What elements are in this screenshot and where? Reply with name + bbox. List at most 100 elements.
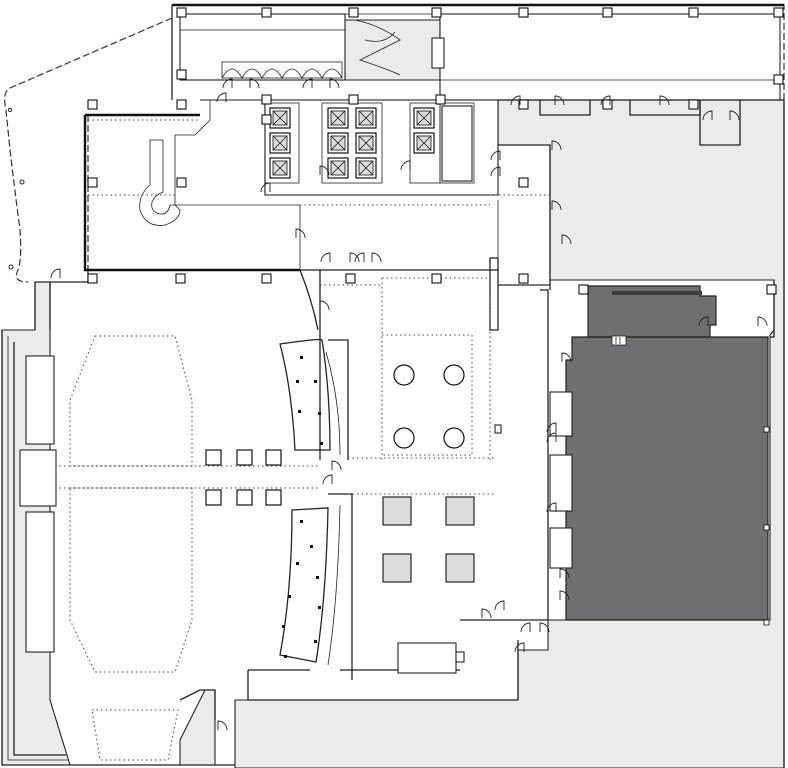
door-swing-icon <box>561 234 572 245</box>
column-square-icon <box>176 99 187 110</box>
balcony-column-dot <box>300 356 303 359</box>
door-swing-icon <box>371 252 382 263</box>
alcove <box>549 527 573 569</box>
door-swing-icon <box>320 252 331 263</box>
column-square-icon <box>176 7 187 18</box>
west-lobby <box>88 99 301 270</box>
column-square-icon <box>236 489 253 506</box>
service-zone-stage-rear <box>179 689 216 766</box>
balcony-column-dot <box>282 625 285 628</box>
ballroom-seating-outline-north <box>69 335 193 467</box>
room-north-west <box>179 13 346 81</box>
door-swing-icon <box>222 78 233 89</box>
door-swings <box>50 78 768 731</box>
column-square-icon <box>265 489 282 506</box>
balcony-column-dot <box>296 562 299 565</box>
column-square-icon <box>518 7 529 18</box>
highlighted-room <box>565 285 769 621</box>
door-swing-icon <box>329 78 340 89</box>
column-square-icon <box>688 7 699 18</box>
ballroom-columns <box>205 449 282 506</box>
door-swing-icon <box>481 608 492 619</box>
highlighted-room-main <box>565 336 769 621</box>
door-swing-icon <box>546 502 557 513</box>
column-square-icon <box>345 273 356 284</box>
column-square-icon <box>265 449 282 466</box>
balcony-south <box>279 507 329 663</box>
door-swing-icon <box>319 165 330 176</box>
column-square-icon <box>175 273 186 284</box>
column-square-icon <box>773 7 784 18</box>
counter <box>397 424 502 674</box>
door-swing-icon <box>702 110 713 121</box>
column-square-icon <box>236 449 253 466</box>
seating-boxes <box>382 496 475 583</box>
column-square-icon <box>763 426 770 433</box>
alcove <box>549 454 573 512</box>
door-swing-icon <box>551 140 562 151</box>
elevator-x-icon <box>269 157 291 179</box>
column-square-icon <box>87 177 98 188</box>
balcony-north <box>279 338 331 451</box>
door-swing-icon <box>600 95 611 106</box>
door-swing-icon <box>490 166 501 177</box>
round-table-icon <box>393 427 415 449</box>
round-table-icon <box>443 427 465 449</box>
column-square-icon <box>431 273 442 284</box>
column-square-icon <box>763 524 770 531</box>
small-columns <box>87 7 784 658</box>
column-square-icon <box>602 7 613 18</box>
highlighted-room-prefunction <box>587 285 717 338</box>
round-tables <box>393 364 465 449</box>
door-swing-icon <box>490 150 501 161</box>
survey-marker <box>7 107 13 113</box>
east-alcoves <box>549 391 573 569</box>
elevator-x-icon <box>355 107 377 129</box>
elevator-group <box>269 107 435 179</box>
elevator-x-icon <box>355 157 377 179</box>
balcony-column-dot <box>318 412 321 415</box>
door-swing-icon <box>400 160 411 171</box>
door-swing-icon <box>698 316 709 327</box>
balcony-column-dot <box>288 595 291 598</box>
column-square-icon <box>87 99 98 110</box>
door-swing-icon <box>659 95 670 106</box>
door-swing-icon <box>559 568 570 579</box>
stair-north <box>431 37 445 69</box>
highlighted-room-stripe <box>612 291 702 295</box>
door-swing-icon <box>319 300 330 311</box>
column-square-icon <box>261 7 272 18</box>
door-swing-icon <box>514 642 525 653</box>
elevator-x-icon <box>269 132 291 154</box>
round-table-icon <box>443 364 465 386</box>
elevator-x-icon <box>327 132 349 154</box>
column-square-icon <box>773 74 784 85</box>
column-square-icon <box>261 114 272 125</box>
door-swing-icon <box>295 228 306 239</box>
balcony-column-dot <box>314 640 317 643</box>
door-swing-icon <box>322 474 333 485</box>
column-square-icon <box>518 177 529 188</box>
north-wing <box>179 13 781 101</box>
column-square-icon <box>435 94 446 105</box>
ballroom-west-room <box>25 355 55 445</box>
column-square-icon <box>205 449 222 466</box>
balcony-seating <box>279 338 341 666</box>
survey-marker <box>8 264 14 270</box>
elevator-x-icon <box>413 107 435 129</box>
door-swing-icon <box>539 622 550 633</box>
column-square-icon <box>348 94 359 105</box>
door-swing-icon <box>50 268 61 279</box>
column-square-icon <box>87 273 98 284</box>
column-square-icon <box>518 99 529 110</box>
elevator-core <box>264 99 499 196</box>
column-square-icon <box>261 273 272 284</box>
west-ballroom <box>19 335 216 761</box>
partition-lines <box>55 194 550 495</box>
stage-apron <box>91 709 179 761</box>
elevator-x-icon <box>269 107 291 129</box>
elevator-x-icon <box>413 132 435 154</box>
door-swing-icon <box>729 110 740 121</box>
balcony-column-dot <box>320 442 323 445</box>
ballroom-west-corridor <box>19 449 57 507</box>
